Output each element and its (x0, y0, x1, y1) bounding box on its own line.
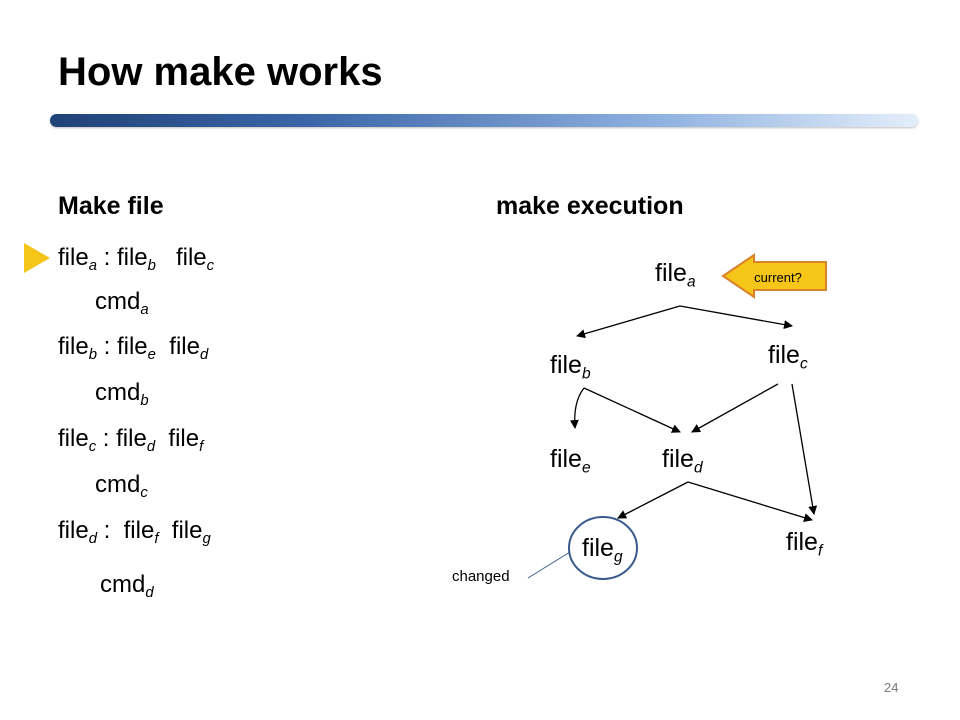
subscript: c (140, 485, 148, 502)
makefile-line-4: cmdb (95, 378, 149, 416)
edge-d-f (687, 481, 813, 522)
code-text: cmd (100, 571, 146, 598)
edge-c-f (791, 383, 818, 515)
makefile-line-8: cmdd (100, 570, 154, 608)
makefile-line-1: filea : fileb filec (58, 243, 214, 281)
node-file-e: filee (550, 445, 591, 477)
page-number: 24 (884, 680, 899, 695)
code-text: file (58, 517, 89, 544)
subscript: c (206, 258, 215, 275)
subscript: a (88, 258, 97, 275)
edge-b-e (569, 387, 585, 429)
subscript: b (88, 347, 97, 364)
code-text: file (58, 425, 89, 452)
changed-node-highlight (568, 516, 638, 580)
edge-b-d (583, 387, 681, 433)
makefile-line-5: filec : filed filef (58, 424, 203, 462)
subscript: d (88, 531, 97, 548)
code-text: : file (96, 425, 147, 452)
edge-d-g (617, 481, 689, 519)
subscript: d (146, 439, 156, 456)
subscript: b (147, 258, 156, 275)
subscript: g (202, 531, 211, 548)
changed-callout-label: changed (452, 568, 510, 585)
edge-a-b (576, 305, 681, 339)
node-file-f: filef (786, 528, 823, 560)
node-file-b: fileb (550, 351, 591, 383)
subscript: f (154, 531, 159, 548)
code-text: file (58, 244, 89, 271)
code-text: cmd (95, 471, 141, 498)
code-text: file (155, 333, 200, 360)
current-callout-label: current? (754, 270, 802, 285)
subscript: a (140, 302, 149, 319)
makefile-heading: Make file (58, 192, 164, 220)
subscript: f (199, 439, 204, 456)
node-file-d: filed (662, 445, 703, 477)
node-file-a: filea (655, 259, 696, 291)
current-callout-arrow-icon (721, 253, 827, 299)
code-text: file (155, 244, 207, 271)
changed-callout-line (527, 551, 571, 579)
subscript: c (88, 439, 97, 456)
subscript: d (145, 585, 154, 602)
makefile-line-2: cmda (95, 287, 149, 325)
subscript: b (140, 393, 149, 410)
code-text: : file (96, 244, 148, 271)
node-file-c: filec (768, 341, 808, 373)
code-text: file (158, 517, 203, 544)
current-line-pointer-icon (24, 243, 50, 273)
slide-title: How make works (58, 50, 383, 94)
edge-a-c (679, 305, 793, 330)
subscript: e (147, 347, 156, 364)
subscript: d (199, 347, 209, 364)
node-file-g: fileg (582, 534, 623, 566)
title-underline-bar (50, 114, 918, 127)
makefile-line-3: fileb : filee filed (58, 332, 208, 370)
code-text: cmd (95, 379, 141, 406)
code-text: cmd (95, 288, 141, 315)
execution-heading: make execution (496, 192, 684, 220)
edge-c-d (691, 383, 779, 433)
makefile-line-6: cmdc (95, 470, 148, 508)
code-text: : file (96, 333, 148, 360)
code-text: file (155, 425, 200, 452)
code-text: file (58, 333, 89, 360)
code-text: : file (96, 517, 155, 544)
makefile-line-7: filed : filef fileg (58, 516, 211, 554)
